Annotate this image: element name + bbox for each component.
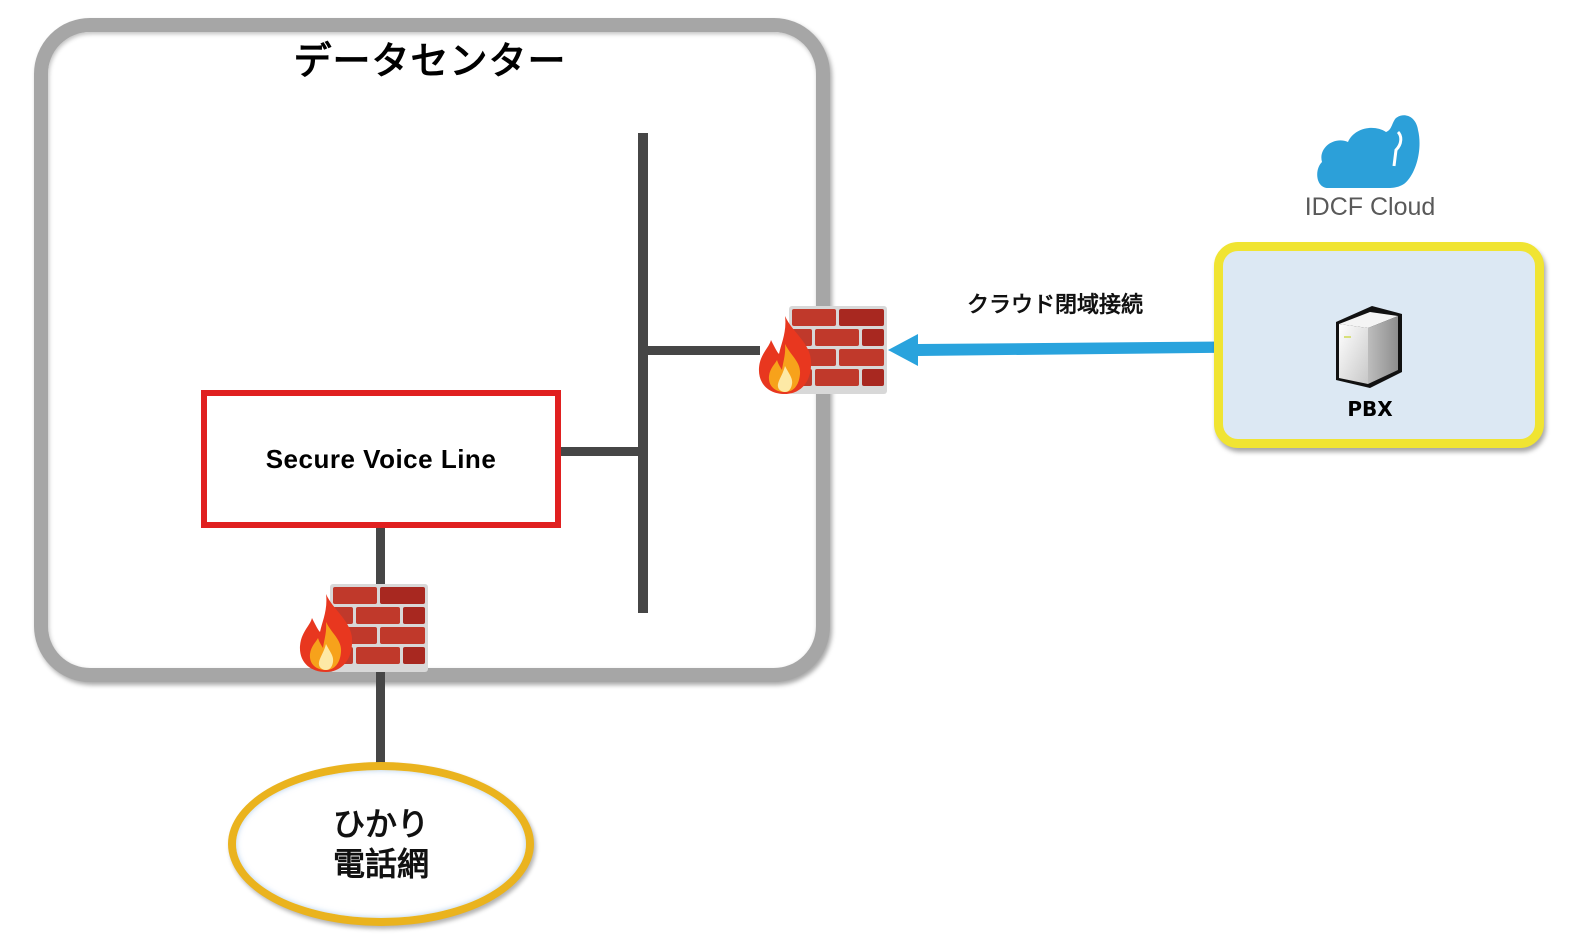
firewall-icon-bottom: [299, 584, 428, 672]
datacenter-title: データセンター: [293, 39, 567, 83]
server-icon: [1336, 306, 1402, 388]
pbx-label: PBX: [1347, 397, 1393, 421]
link-firewall-phone-network: [376, 672, 385, 764]
bidirectional-arrow: [888, 331, 1318, 366]
hikari-phone-network: ひかり 電話網: [228, 762, 534, 926]
secure-voice-line-label: Secure Voice Line: [265, 443, 497, 474]
firewall-icon: [758, 306, 887, 394]
idcf-cloud-logo-icon: [1317, 115, 1420, 188]
link-backbone-firewall: [648, 346, 760, 355]
link-svl-backbone: [561, 447, 639, 456]
connection-label: クラウド閉域接続: [966, 293, 1143, 318]
backbone-line: [638, 133, 648, 613]
phone-network-line2: 電話網: [332, 845, 429, 883]
secure-voice-line-box: Secure Voice Line: [201, 390, 561, 528]
phone-network-line1: ひかり: [332, 805, 429, 843]
link-svl-firewall: [376, 528, 385, 588]
idcf-cloud-brand: IDCF Cloud: [1304, 193, 1436, 221]
